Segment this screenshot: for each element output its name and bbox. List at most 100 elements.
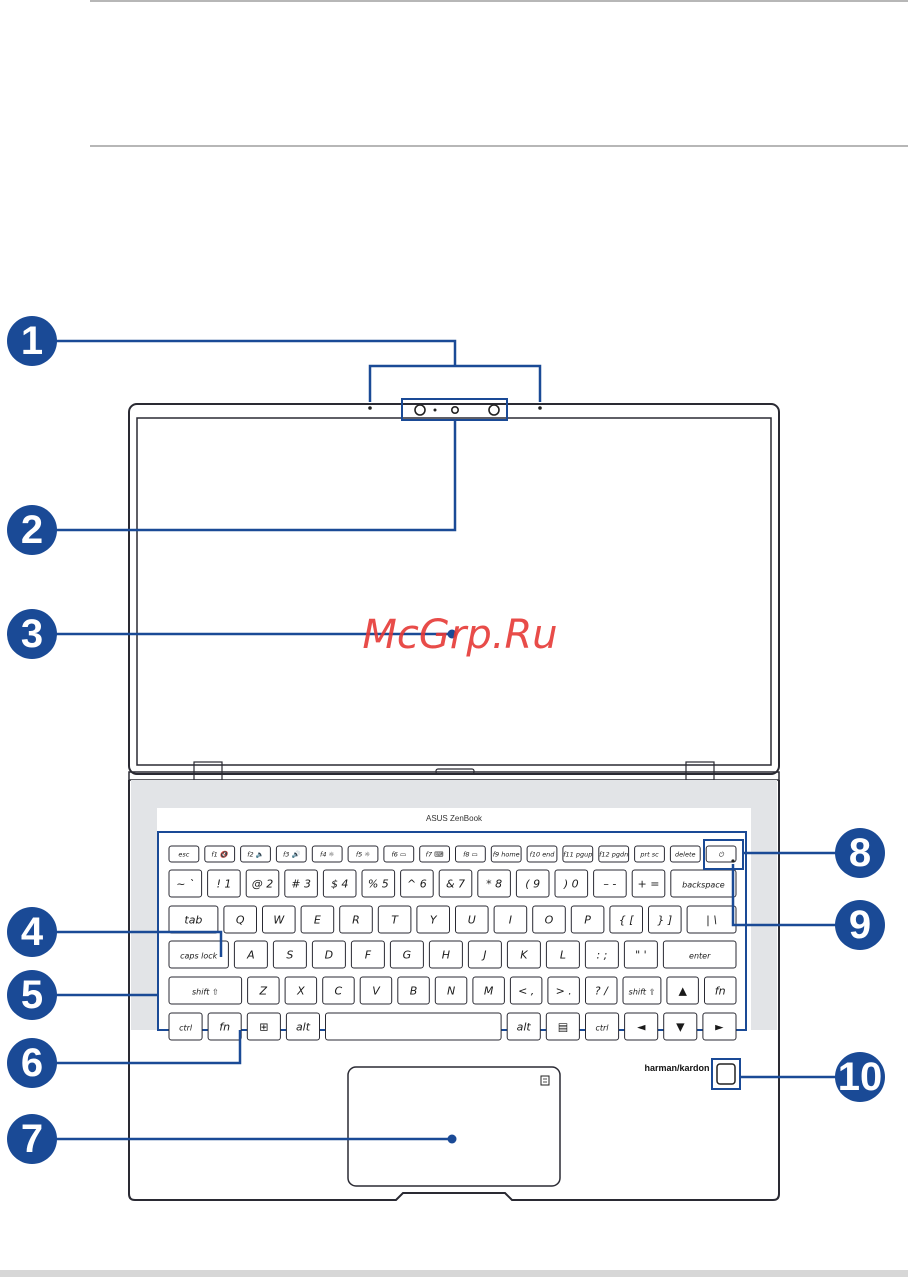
key-label: ( 9 xyxy=(525,878,540,891)
callout-5-label: 5 xyxy=(21,973,43,1017)
camera-area xyxy=(368,398,542,421)
key-label: < , xyxy=(518,985,534,998)
key: J xyxy=(467,940,502,969)
key: | \ xyxy=(686,905,737,934)
callout-5: 5 xyxy=(7,970,57,1020)
callout-9: 9 xyxy=(835,900,885,950)
key: ctrl xyxy=(168,1012,203,1041)
key-label: f6 ▭ xyxy=(391,851,406,859)
key: > . xyxy=(547,976,580,1005)
key: f2 🔈 xyxy=(240,845,271,863)
key-label: : ; xyxy=(596,949,607,962)
key-label: Z xyxy=(259,985,268,998)
key-label: alt xyxy=(517,1021,532,1034)
callout-1: 1 xyxy=(7,316,57,366)
key-label: > . xyxy=(556,985,572,998)
key: ► xyxy=(702,1012,737,1041)
key: # 3 xyxy=(284,869,318,898)
callout-4-label: 4 xyxy=(21,910,44,954)
key-label: F xyxy=(365,949,372,962)
leader-4 xyxy=(52,930,223,957)
key: C xyxy=(322,976,355,1005)
key: Q xyxy=(223,905,257,934)
key-label: ctrl xyxy=(179,1024,193,1033)
key: < , xyxy=(509,976,543,1005)
key-label: M xyxy=(484,985,494,998)
header-rule-bottom xyxy=(90,145,908,147)
key: f4 ☼ xyxy=(311,845,343,863)
key-label: f8 ▭ xyxy=(463,851,478,859)
key-label: ⏻ xyxy=(719,851,725,859)
key: f11 pgup xyxy=(562,845,594,863)
key-label: " ' xyxy=(635,949,647,962)
key: alt xyxy=(285,1012,320,1041)
key: alt xyxy=(506,1012,541,1041)
key-label: f11 pgup xyxy=(563,851,592,859)
key: X xyxy=(284,976,318,1005)
key: F xyxy=(350,940,385,969)
fingerprint-sensor xyxy=(716,1063,736,1085)
key: f5 ☼ xyxy=(347,845,379,863)
key-label: @ 2 xyxy=(252,878,274,891)
array-microphone-right xyxy=(538,406,542,410)
key: T xyxy=(377,905,412,934)
key-label: fn xyxy=(219,1021,230,1034)
key: S xyxy=(272,940,307,969)
key-label: V xyxy=(372,985,381,998)
ir-camera-lens-right xyxy=(488,404,500,416)
camera-highlight-box xyxy=(401,398,508,421)
key: f9 home xyxy=(490,845,522,863)
key: $ 4 xyxy=(322,869,357,898)
key: ▲ xyxy=(666,976,699,1005)
key-label: alt xyxy=(296,1021,311,1034)
key-label: U xyxy=(468,914,476,927)
key: ▤ xyxy=(545,1012,580,1041)
callout-7: 7 xyxy=(7,1114,57,1164)
key: P xyxy=(570,905,605,934)
key-label: shift ⇧ xyxy=(629,988,656,997)
key: ( 9 xyxy=(515,869,550,898)
key-label: tab xyxy=(184,914,202,927)
key-label: L xyxy=(560,949,566,962)
key-label: I xyxy=(509,914,512,927)
key-label: H xyxy=(442,949,450,962)
key: } ] xyxy=(648,905,682,934)
key-label: K xyxy=(520,949,528,962)
key-label: } ] xyxy=(657,914,672,927)
key-label: O xyxy=(545,914,554,927)
footer-band xyxy=(0,1270,908,1277)
key-label: ) 0 xyxy=(563,878,579,891)
callout-6: 6 xyxy=(7,1038,57,1088)
key-label: ► xyxy=(715,1021,724,1034)
key-label: G xyxy=(403,949,412,962)
key-label: f3 🔊 xyxy=(283,850,301,859)
key: Y xyxy=(416,905,450,934)
key-label: f4 ☼ xyxy=(320,851,334,859)
key: ~ ` xyxy=(168,869,203,898)
key-label: # 3 xyxy=(291,878,311,891)
key-label: ▲ xyxy=(678,985,687,998)
key: ◄ xyxy=(624,1012,659,1041)
key: M xyxy=(472,976,505,1005)
callout-10-label: 10 xyxy=(838,1055,883,1099)
key: tab xyxy=(168,905,219,934)
key-label: fn xyxy=(715,985,726,998)
key-label: E xyxy=(314,914,321,927)
key: enter xyxy=(662,940,737,969)
speaker-grille-left xyxy=(131,808,157,1030)
camera-indicator xyxy=(433,408,437,412)
key-label: f7 ⌨ xyxy=(426,851,444,859)
speaker-grille xyxy=(131,780,777,808)
power-indicator xyxy=(731,859,735,863)
key: N xyxy=(434,976,468,1005)
key: f8 ▭ xyxy=(455,845,486,863)
key-label: delete xyxy=(675,851,695,859)
array-microphone-left xyxy=(368,406,372,410)
key-label: ctrl xyxy=(595,1024,609,1033)
callout-7-label: 7 xyxy=(21,1117,43,1161)
key: Z xyxy=(247,976,280,1005)
key-label: W xyxy=(273,914,285,927)
key-label: X xyxy=(296,985,305,998)
